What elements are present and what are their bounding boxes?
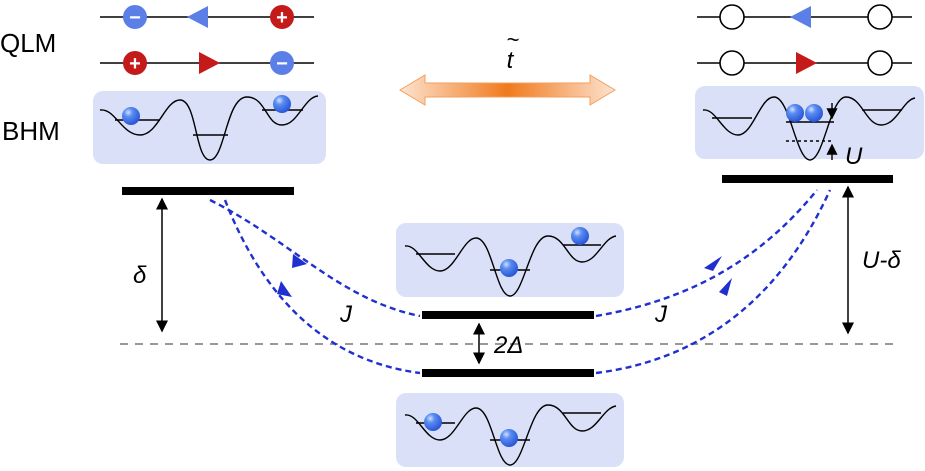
boson-icon: [786, 104, 804, 122]
positive-charge-icon: [270, 5, 294, 29]
energy-level-center-bottom: [422, 369, 594, 377]
boson-icon: [500, 259, 518, 277]
qlm-chain-left-top: − +: [100, 5, 314, 29]
j-label-left: J: [339, 301, 353, 328]
bhm-panel-center-top: [396, 223, 624, 297]
delta-label: δ: [133, 262, 147, 289]
negative-charge-icon: [123, 5, 147, 29]
svg-text:−: −: [129, 7, 141, 29]
two-delta-label: 2Δ: [493, 332, 523, 359]
energy-level-left: [122, 187, 294, 195]
path-right-lower: [595, 189, 832, 375]
svg-text:+: +: [276, 7, 288, 29]
right-arrow-icon: [199, 52, 220, 74]
left-arrow-icon: [790, 6, 811, 28]
negative-charge-icon: [270, 51, 294, 75]
positive-charge-icon: [123, 51, 147, 75]
qlm-chain-left-bottom: + −: [100, 51, 314, 75]
t-tilde-label: t: [507, 47, 515, 74]
qlm-chain-right-bottom: [697, 50, 912, 76]
empty-site-icon: [867, 4, 893, 30]
boson-icon: [500, 429, 518, 447]
left-arrow-icon: [187, 6, 208, 28]
empty-site-icon: [719, 50, 745, 76]
energy-level-center-top: [422, 311, 594, 319]
path-arrowhead-icon: [292, 254, 307, 268]
boson-icon: [273, 95, 291, 113]
u-minus-delta-label: U-δ: [862, 247, 901, 274]
j-label-right: J: [654, 301, 668, 328]
boson-icon: [122, 107, 140, 125]
bhm-panel-right: [695, 86, 924, 161]
path-left-upper: [209, 198, 421, 318]
u-label: U: [845, 143, 863, 170]
bhm-label: BHM: [2, 116, 60, 146]
boson-icon: [805, 104, 823, 122]
empty-site-icon: [867, 50, 893, 76]
coupling-paths: [209, 189, 832, 375]
boson-icon: [424, 413, 442, 431]
tunneling-double-arrow: [399, 74, 616, 106]
bhm-panel-left: [93, 91, 326, 164]
path-right-upper: [595, 189, 818, 318]
boson-icon: [571, 227, 589, 245]
qlm-chain-right-top: [697, 4, 912, 30]
energy-level-right: [722, 175, 893, 183]
svg-text:+: +: [129, 53, 141, 75]
path-arrowhead-icon: [277, 281, 292, 297]
path-arrowhead-icon: [704, 256, 722, 271]
right-arrow-icon: [796, 52, 817, 74]
qlm-label: QLM: [0, 28, 56, 58]
bhm-panel-center-bottom: [396, 393, 624, 467]
svg-text:−: −: [276, 53, 288, 75]
empty-site-icon: [719, 4, 745, 30]
tilde-mark: ~: [507, 27, 520, 52]
path-arrowhead-icon: [719, 278, 732, 296]
